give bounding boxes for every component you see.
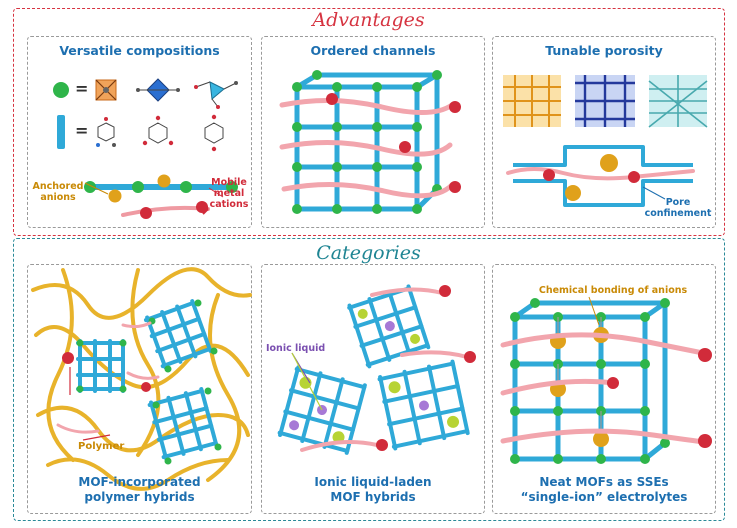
polymer-mof-nodes [76,299,222,465]
caption-ionic-line2: MOF hybrids [330,490,416,504]
bonded-anion-4 [593,431,609,447]
pore-cation-1 [543,169,555,181]
categories-section [13,238,725,521]
polymer-label: Polymer [78,441,125,452]
crystal-structure-icon-1 [503,75,561,127]
channel-cations [326,93,461,193]
anchored-anions-label: Anchored anions [32,181,84,203]
panel-tunable-porosity: Tunable porosity [492,36,716,228]
framework-nodes [292,70,442,214]
linker-molecule-icon-1 [96,117,116,147]
pore-cation-2 [628,171,640,183]
cation-trajectory [121,205,210,217]
polymer-cation-2 [141,382,151,392]
neat-mofs-art [500,296,712,464]
mobile-cation-2 [196,201,208,213]
panel-title-compositions: Versatile compositions [59,43,220,58]
pore-anion-2 [565,185,581,201]
caption-polymer-hybrids: MOF-incorporated polymer hybrids [28,475,251,505]
metal-cluster-icon-1 [95,79,117,101]
caption-neat-line1: Neat MOFs as SSEs [539,475,669,489]
ionic-liquid-label: Ionic liquid [266,343,326,354]
panel-polymer-hybrids: Polymer MOF-incorporated polymer hybrids [27,264,252,514]
linker-molecule-icon-3 [204,114,224,152]
pore-confinement-label: Pore confinement [644,197,712,219]
il-ion-trails [300,287,469,452]
polymer-ion-trails [56,321,160,434]
chemical-bonding-label: Chemical bonding of anions [538,285,688,296]
il-cation-1 [439,285,451,297]
neat-cation-3 [698,434,712,448]
mof-particle-1 [76,339,125,393]
pore-ion-trail [506,167,695,181]
anchored-anion-1 [108,189,122,203]
framework-chain [86,184,236,190]
equals-sign-1: = [75,79,89,98]
anchored-anion-2 [157,174,171,188]
caption-polymer-line2: polymer hybrids [84,490,195,504]
advantages-title: Advantages [312,9,425,31]
metal-cluster-icon-2 [136,78,180,102]
pore-anion-1 [600,154,618,172]
panel-title-channels: Ordered channels [310,43,436,58]
caption-neat-mofs: Neat MOFs as SSEs “single-ion” electroly… [493,475,715,505]
panel-versatile-compositions: Versatile compositions [27,36,252,228]
polymer-cation-1 [62,352,74,364]
advantages-section [13,8,725,236]
metal-cluster-icon-3 [194,81,238,109]
ordered-channels-art [279,70,461,214]
caption-ionic-liquid-hybrids: Ionic liquid-laden MOF hybrids [262,475,484,505]
mof-particle-3 [147,387,219,461]
channel-cation-4 [449,181,461,193]
linker-molecule-icon-2 [142,115,174,146]
mobile-cation-1 [140,207,152,219]
panel-ordered-channels: Ordered channels [261,36,485,228]
categories-title: Categories [316,242,421,264]
caption-neat-line2: “single-ion” electrolytes [520,490,688,504]
ion-flow-trails [279,97,455,199]
ionic-liquid-hybrids-art [277,284,476,455]
compositions-art [53,78,238,219]
channel-cation-1 [326,93,338,105]
mof-particle-2 [143,299,213,370]
channel-cation-3 [399,141,411,153]
neat-ion-trails [500,332,710,445]
channel-cation-2 [449,101,461,113]
caption-ionic-line1: Ionic liquid-laden [314,475,432,489]
crystal-structure-icon-2 [575,75,635,127]
organic-linker-rod-icon [57,115,65,149]
panel-title-porosity: Tunable porosity [545,43,663,58]
neat-mof-nodes [510,298,670,464]
equals-sign-2: = [75,121,89,140]
caption-polymer-line1: MOF-incorporated [78,475,201,489]
neat-cation-1 [698,348,712,362]
mobile-cations-label: Mobile metal cations [209,177,249,210]
il-cation-2 [376,439,388,451]
tunable-porosity-art [503,75,708,207]
panel-ionic-liquid-hybrids: Ionic liquid Ionic liquid-laden MOF hybr… [261,264,485,514]
crystal-structure-icon-3 [648,75,708,128]
metal-node-icon [53,82,69,98]
il-cation-3 [464,351,476,363]
il-mof-particle-3 [377,359,470,451]
polymer-hybrids-art [31,267,252,491]
neat-cation-2 [607,377,619,389]
pore-channel [513,145,693,207]
panel-neat-mofs: Chemical bonding of anions Neat MOFs as … [492,264,716,514]
